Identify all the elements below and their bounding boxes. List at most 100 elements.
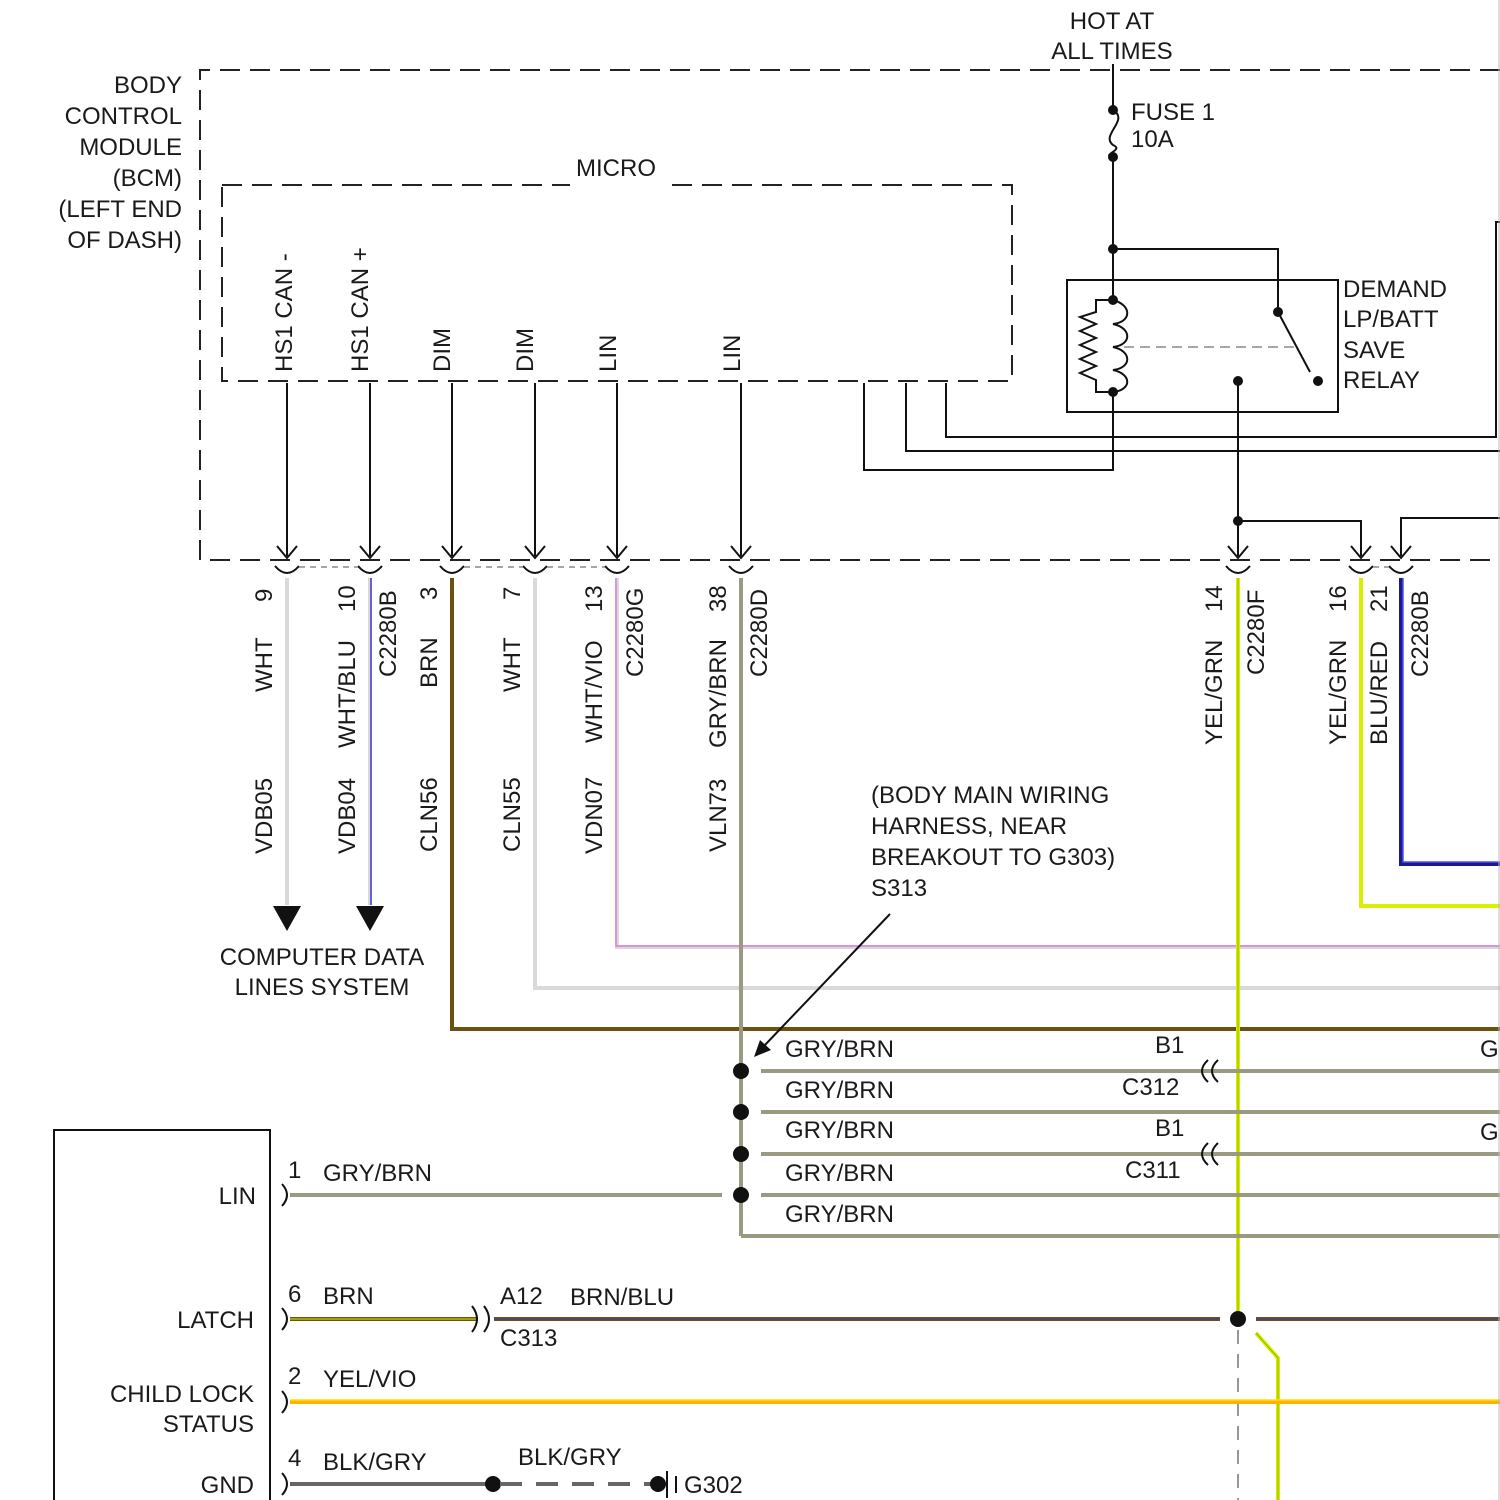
color-wht-9: WHT (251, 637, 278, 692)
lin-color: GRY/BRN (323, 1160, 432, 1187)
bcm-label-4: (BCM) (113, 165, 182, 192)
ground-g302: G302 (684, 1472, 743, 1499)
pin-7: 7 (499, 587, 526, 600)
fuse-label-2: 10A (1131, 126, 1174, 153)
circuit-vdb04: VDB04 (334, 778, 361, 854)
hot-at-all-times-2: ALL TIMES (1051, 38, 1172, 65)
arrow-down-icon (273, 906, 301, 931)
child-lock-label-2: STATUS (163, 1411, 254, 1438)
pin-21: 21 (1366, 585, 1393, 612)
relay-label-3: SAVE (1343, 337, 1405, 364)
connector-c2280b-2: C2280B (1407, 590, 1434, 677)
latch-pin: 6 (288, 1281, 301, 1308)
splice-label-3: BREAKOUT TO G303) (871, 844, 1115, 871)
splice-s313: (BODY MAIN WIRING HARNESS, NEAR BREAKOUT… (733, 782, 1500, 1236)
circuit-vdb05: VDB05 (251, 778, 278, 854)
fuse-icon (1109, 110, 1118, 157)
relay-label-4: RELAY (1343, 367, 1420, 394)
color-blu-red: BLU/RED (1366, 641, 1393, 745)
wire-labels: 9 WHT VDB05 10 WHT/BLU VDB04 C2280B 3 BR… (251, 585, 1434, 854)
circuit-vln73: VLN73 (705, 779, 732, 852)
connector-c2280b-1: C2280B (375, 590, 402, 677)
c312-label: C312 (1122, 1074, 1179, 1101)
circuit-cln56: CLN56 (416, 777, 443, 852)
latch-connector: C313 (500, 1325, 557, 1352)
gnd-color-2: BLK/GRY (518, 1444, 622, 1471)
micro-signal-lines (277, 383, 751, 558)
micro-pin-hs1-can-minus: HS1 CAN - (271, 253, 298, 372)
splice-label-2: HARNESS, NEAR (871, 813, 1067, 840)
micro-pin-hs1-can-plus: HS1 CAN + (347, 247, 374, 372)
power-feed: HOT AT ALL TIMES FUSE 1 10A (1051, 8, 1278, 312)
pin-14: 14 (1201, 585, 1228, 612)
pin-10: 10 (334, 585, 361, 612)
bcm-connector-pins (275, 566, 1413, 573)
color-yel-grn-14: YEL/GRN (1201, 640, 1228, 745)
data-lines-label-1: COMPUTER DATA (220, 944, 424, 971)
arrow-down-icon (356, 906, 384, 931)
c312-right: G (1480, 1036, 1499, 1063)
pin-38: 38 (705, 585, 732, 612)
connector-c2280d: C2280D (746, 589, 773, 677)
latch-conn-color: BRN/BLU (570, 1284, 674, 1311)
child-color: YEL/VIO (323, 1366, 416, 1393)
c311-label: C311 (1125, 1157, 1181, 1184)
data-lines-arrows: COMPUTER DATA LINES SYSTEM (220, 906, 424, 1001)
gnd-pin: 4 (288, 1445, 301, 1472)
latch-label: LATCH (177, 1307, 254, 1334)
splice-label-1: (BODY MAIN WIRING (871, 782, 1109, 809)
branch-label-4: GRY/BRN (785, 1160, 894, 1187)
color-wht-7: WHT (499, 637, 526, 692)
micro-label: MICRO (576, 155, 656, 182)
bcm-label-1: BODY (114, 72, 182, 99)
connector-c2280g: C2280G (622, 588, 649, 677)
pin-9: 9 (251, 589, 278, 602)
color-brn: BRN (416, 637, 443, 688)
hot-at-all-times-1: HOT AT (1070, 8, 1155, 35)
micro-pin-lin-2: LIN (719, 335, 746, 372)
pin-3: 3 (416, 587, 443, 600)
latch-conn-pin: A12 (500, 1283, 543, 1310)
fuse-label-1: FUSE 1 (1131, 99, 1215, 126)
gnd-label: GND (201, 1472, 254, 1499)
branch-label-1: GRY/BRN (785, 1036, 894, 1063)
relay-switch-icon (1278, 312, 1310, 372)
relay-label-2: LP/BATT (1343, 306, 1439, 333)
micro-pin-dim-1: DIM (429, 328, 456, 372)
lower-module: LIN LATCH CHILD LOCK STATUS GND 1 GRY/BR… (54, 1130, 1500, 1500)
micro-pin-lin-1: LIN (595, 335, 622, 372)
color-gry-brn: GRY/BRN (705, 639, 732, 748)
gnd-color: BLK/GRY (323, 1449, 427, 1476)
child-pin: 2 (288, 1363, 301, 1390)
circuit-vdn07: VDN07 (581, 777, 608, 854)
latch-color: BRN (323, 1283, 374, 1310)
splice-label-4: S313 (871, 875, 927, 902)
pin-13: 13 (581, 585, 608, 612)
bcm-label-5: (LEFT END (58, 196, 182, 223)
color-wht-vio: WHT/VIO (581, 640, 608, 743)
relay-label-1: DEMAND (1343, 276, 1447, 303)
lin-pin: 1 (288, 1157, 301, 1184)
relay: DEMAND LP/BATT SAVE RELAY (1067, 276, 1447, 412)
branch-label-2: GRY/BRN (785, 1077, 894, 1104)
branch-label-3: GRY/BRN (785, 1117, 894, 1144)
child-lock-label-1: CHILD LOCK (110, 1381, 254, 1408)
relay-coil-icon (1113, 300, 1127, 392)
connector-c2280f: C2280F (1243, 590, 1270, 675)
pin-16: 16 (1325, 585, 1352, 612)
c312-pin: B1 (1155, 1032, 1184, 1059)
bcm-label-6: OF DASH) (67, 227, 182, 254)
micro-pin-dim-2: DIM (512, 328, 539, 372)
data-lines-label-2: LINES SYSTEM (235, 974, 410, 1001)
color-yel-grn-16: YEL/GRN (1325, 640, 1352, 745)
bcm-label-2: CONTROL (65, 103, 182, 130)
relay-resistor-icon (1080, 308, 1096, 384)
circuit-cln55: CLN55 (499, 777, 526, 852)
lin-label: LIN (219, 1183, 256, 1210)
c311-pin: B1 (1155, 1115, 1184, 1142)
c311-right: G (1480, 1119, 1499, 1146)
color-wht-blu: WHT/BLU (334, 640, 361, 748)
bcm-label-3: MODULE (79, 134, 182, 161)
micro-box: MICRO HS1 CAN - HS1 CAN + DIM DIM LIN LI… (222, 155, 1012, 381)
